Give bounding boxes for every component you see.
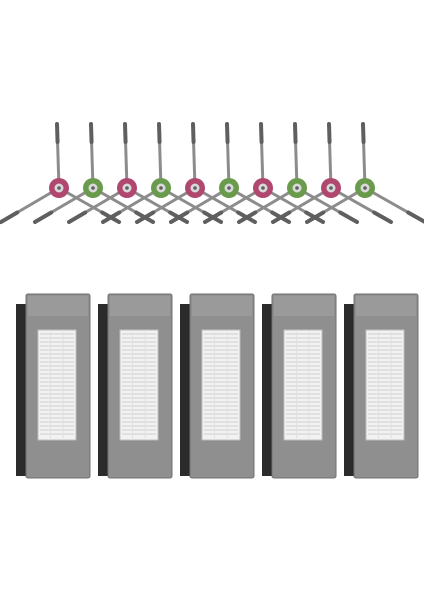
filter-frame-tab [110,296,170,316]
brush-bristle-tip [327,122,332,144]
brush-bristle-tip [271,210,292,224]
filter-row [16,293,419,479]
brush-bristle-tip [237,210,258,224]
brush-bristle-tip [225,122,230,144]
filter-frame-tab [28,296,88,316]
brush-bristle-tip [169,210,190,224]
brush-hub-screw [159,186,163,190]
brush-bristle-tip [406,210,424,224]
brush-hub-screw [57,186,61,190]
brush-hub-screw [261,186,265,190]
brush-hub-screw [363,186,367,190]
side-brush [305,122,424,224]
side-brush [203,122,325,224]
brush-hub-screw [329,186,333,190]
side-brush-row [0,122,424,224]
brush-bristle-tip [203,210,224,224]
brush-bristle-tip [293,122,298,144]
brush-hub-screw [193,186,197,190]
brush-bristle-tip [123,122,128,144]
brush-bristle-tip [33,210,54,224]
brush-hub-screw [295,186,299,190]
brush-hub-screw [227,186,231,190]
brush-bristle-tip [372,210,393,224]
brush-bristle-tip [259,122,264,144]
brush-bristle-tip [191,122,196,144]
side-brush [237,122,359,224]
brush-bristle-tip [67,210,88,224]
filter-unit [344,293,419,479]
brush-bristle-tip [89,122,94,144]
brush-bristle-tip [101,210,122,224]
filter-frame-tab [274,296,334,316]
filter-frame-tab [192,296,252,316]
filter-unit [98,293,173,479]
side-brush [271,122,393,224]
brush-hub-screw [125,186,129,190]
side-brush [67,122,189,224]
brush-bristle-tip [338,210,359,224]
brush-bristle-tip [135,210,156,224]
brush-bristle-tip [305,210,326,224]
brush-bristle-tip [55,122,60,144]
brush-bristle-tip [157,122,162,144]
brush-bristle-tip [361,122,366,144]
filter-unit [180,293,255,479]
brush-bristle-tip [0,210,20,224]
brush-hub-screw [91,186,95,190]
filter-frame-tab [356,296,416,316]
filter-unit [262,293,337,479]
filter-unit [16,293,91,479]
